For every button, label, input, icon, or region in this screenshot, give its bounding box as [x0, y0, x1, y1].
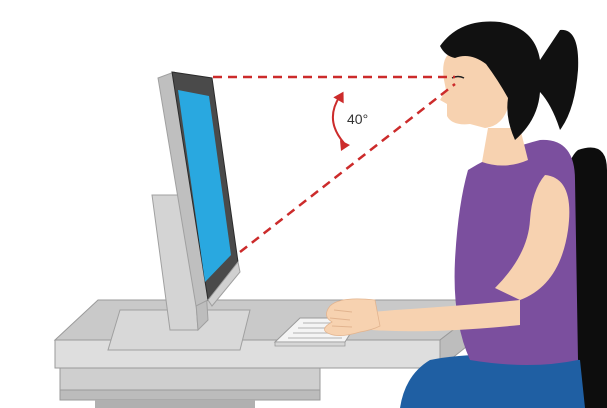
desk-leg-foot [95, 400, 255, 408]
angle-arrow-top-head [333, 89, 348, 104]
keyboard-front [275, 342, 345, 346]
angle-indicator: 40° [333, 89, 368, 151]
downward-sightline [240, 84, 455, 252]
desk-leg-left [60, 368, 320, 390]
angle-arrow-icon [333, 96, 344, 143]
sightlines [213, 77, 455, 252]
desk-leg-bar [60, 390, 320, 400]
angle-label: 40° [347, 111, 368, 127]
angle-arrow-bottom-head [340, 140, 350, 151]
